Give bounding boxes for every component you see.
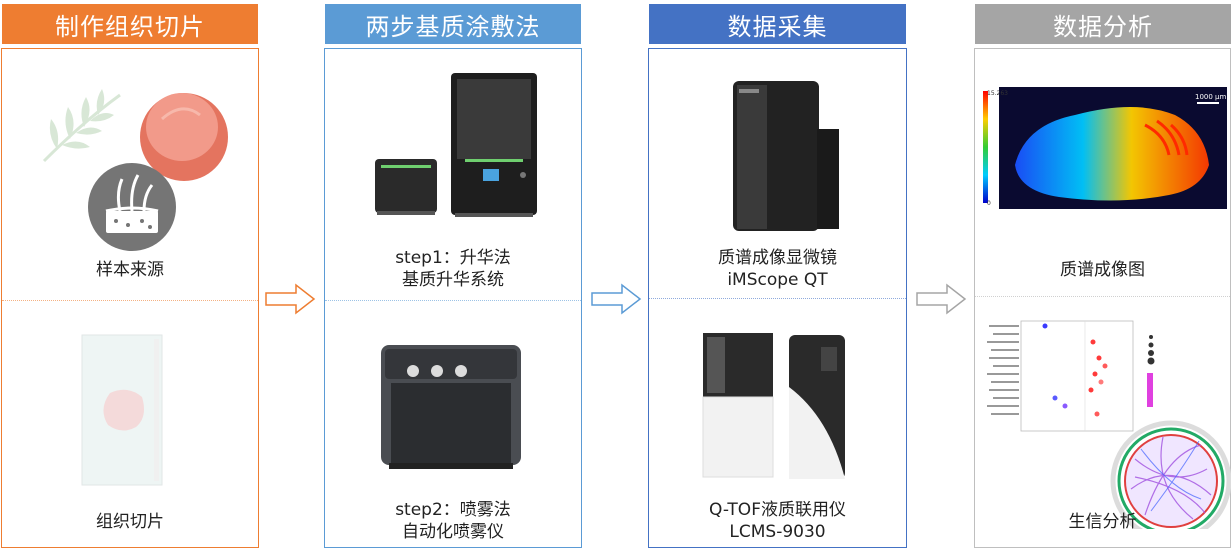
meat-slice-icon: [140, 93, 228, 181]
scalebar-text: 1000 μm: [1195, 93, 1226, 101]
step-header-text: 制作组织切片: [55, 12, 205, 41]
label-line: 样本来源: [96, 260, 164, 280]
bioinformatics-label: 生信分析: [975, 511, 1230, 533]
sample-source-illustration: [42, 89, 228, 251]
label-line: step2：喷雾法: [395, 500, 511, 520]
panel-divider: [325, 300, 581, 301]
label-line: 自动化喷雾仪: [402, 522, 504, 542]
label-line: 生信分析: [1068, 512, 1137, 532]
scale-max-text: 15.263: [987, 90, 1008, 97]
lcms-instrument-icon: [702, 333, 845, 479]
sample-source-label: 样本来源: [2, 259, 258, 281]
tissue-slide-icon: [81, 334, 163, 486]
ms-image-icon: 15.263 0 1000 μm: [983, 87, 1227, 209]
sublimation-label: step1：升华法 基质升华系统: [325, 247, 581, 291]
label-line: LCMS-9030: [729, 522, 826, 542]
arrow-icon: [916, 283, 967, 315]
label-line: 基质升华系统: [402, 270, 504, 290]
bubble-chart-icon: [987, 320, 1155, 432]
panel-divider: [975, 296, 1230, 297]
panel-divider: [2, 300, 258, 301]
step-header-text: 两步基质涂敷法: [365, 12, 541, 41]
label-line: 组织切片: [96, 512, 164, 532]
label-line: 质谱成像显微镜: [718, 248, 837, 268]
panel-matrix-application: step1：升华法 基质升华系统 step2：喷雾法 自动化喷雾仪: [324, 48, 582, 548]
ms-image-label: 质谱成像图: [975, 259, 1230, 281]
panel-data-acquisition: 质谱成像显微镜 iMScope QT Q-TOF液质联用仪 LCMS-9030: [648, 48, 907, 548]
step-header-data-acquisition: 数据采集: [649, 4, 906, 44]
step-header-data-analysis: 数据分析: [975, 4, 1231, 44]
imscope-instrument-icon: [733, 81, 839, 231]
scale-min-text: 0: [987, 200, 991, 207]
sublimation-instrument-icon: [375, 73, 537, 217]
label-line: step1：升华法: [395, 248, 511, 268]
arrow-icon: [591, 283, 642, 315]
spray-instrument-icon: [381, 345, 521, 469]
spray-label: step2：喷雾法 自动化喷雾仪: [325, 499, 581, 543]
circos-plot-icon: [1110, 420, 1231, 529]
label-line: 质谱成像图: [1060, 260, 1145, 280]
panel-divider: [649, 298, 906, 299]
lcms-label: Q-TOF液质联用仪 LCMS-9030: [649, 499, 906, 543]
imscope-label: 质谱成像显微镜 iMScope QT: [649, 247, 906, 291]
step-header-matrix-application: 两步基质涂敷法: [325, 4, 581, 44]
label-line: iMScope QT: [727, 270, 828, 290]
panel-data-analysis: 15.263 0 1000 μm 质谱成像图: [974, 48, 1231, 548]
arrow-icon: [265, 283, 316, 315]
step-header-text: 数据采集: [727, 12, 828, 41]
leaf-icon: [42, 89, 121, 163]
step-header-tissue-section: 制作组织切片: [2, 4, 258, 44]
tissue-section-label: 组织切片: [2, 511, 258, 533]
label-line: Q-TOF液质联用仪: [709, 500, 846, 520]
step-header-text: 数据分析: [1053, 12, 1153, 41]
skin-icon: [88, 163, 176, 251]
panel-tissue-section: 样本来源 组织切片: [1, 48, 259, 548]
